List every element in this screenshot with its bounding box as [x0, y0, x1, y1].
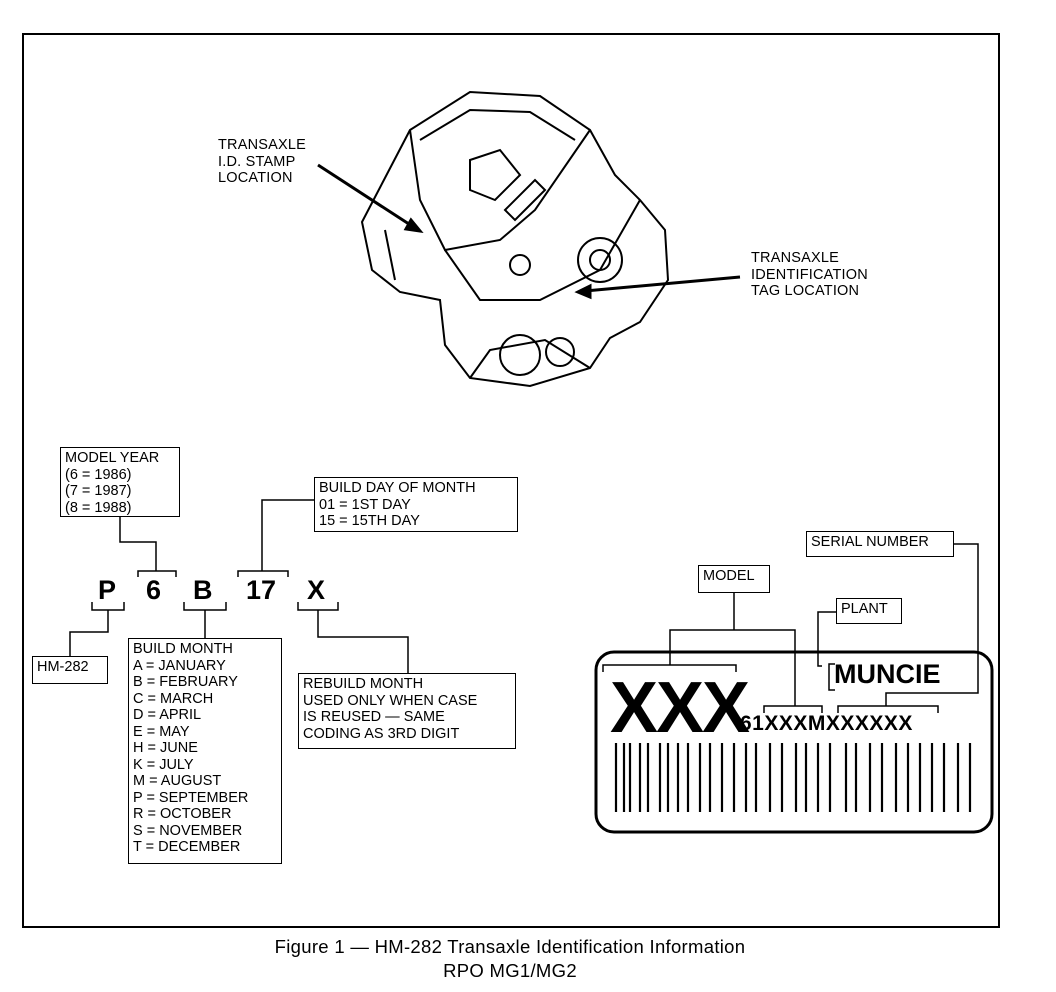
figure-caption-line-1: Figure 1 — HM-282 Transaxle Identificati…	[274, 936, 746, 957]
model-label: MODEL	[698, 565, 770, 593]
build-month-title: BUILD MONTH	[133, 641, 233, 657]
tag-location-label: TRANSAXLE IDENTIFICATION TAG LOCATION	[751, 250, 868, 300]
tag-label-line-1: TRANSAXLE	[751, 250, 840, 266]
tag-arrow	[574, 275, 741, 300]
code-char-day: 17	[246, 575, 277, 605]
build-month-line: P = SEPTEMBER	[133, 789, 249, 806]
serial-number-label: SERIAL NUMBER	[806, 531, 954, 557]
rebuild-line-4: CODING AS 3RD DIGIT	[303, 725, 460, 742]
build-month-line: S = NOVEMBER	[133, 822, 243, 839]
rebuild-month-box: REBUILD MONTH USED ONLY WHEN CASE IS REU…	[298, 673, 516, 749]
build-month-line: M = AUGUST	[133, 773, 222, 789]
tag-serial-code: 61XXXMXXXXXX	[740, 712, 913, 735]
plant-name: MUNCIE	[834, 659, 941, 689]
tag-connectors	[594, 543, 994, 834]
stamp-arrow	[317, 163, 424, 234]
build-day-box: BUILD DAY OF MONTH 01 = 1ST DAY 15 = 15T…	[314, 477, 518, 532]
code-connectors	[69, 499, 409, 673]
build-month-line: D = APRIL	[133, 707, 202, 723]
build-month-line: H = JUNE	[133, 740, 198, 756]
build-month-box: BUILD MONTH A = JANUARY B = FEBRUARY C =…	[128, 638, 282, 864]
code-char-month: B	[193, 575, 213, 605]
model-code-box: HM-282	[32, 656, 108, 684]
rebuild-line-3: IS REUSED — SAME	[303, 709, 445, 725]
figure-frame	[22, 33, 1000, 928]
transaxle-illustration	[360, 90, 670, 388]
stamp-label-line-3: LOCATION	[218, 170, 293, 186]
figure-caption-line-2: RPO MG1/MG2	[443, 960, 577, 981]
build-day-line-1: 01 = 1ST DAY	[319, 496, 411, 513]
stamp-label-line-2: I.D. STAMP	[218, 153, 296, 170]
build-month-line: E = MAY	[133, 723, 190, 740]
build-month-line: K = JULY	[133, 756, 194, 773]
code-char-year: 6	[146, 575, 162, 605]
plant-label: PLANT	[836, 598, 902, 624]
code-char-rebuild: X	[307, 575, 326, 605]
plant-label-text: PLANT	[841, 601, 888, 617]
rebuild-line-2: USED ONLY WHEN CASE	[303, 692, 478, 709]
build-day-title: BUILD DAY OF MONTH	[319, 480, 476, 496]
model-year-title: MODEL YEAR	[65, 450, 160, 466]
build-day-line-2: 15 = 15TH DAY	[319, 513, 420, 529]
model-label-text: MODEL	[703, 568, 755, 584]
model-code-large: XXX	[610, 668, 750, 748]
build-month-line: B = FEBRUARY	[133, 674, 238, 690]
model-code-text: HM-282	[37, 659, 89, 675]
build-month-line: R = OCTOBER	[133, 806, 232, 822]
stamp-label-line-1: TRANSAXLE	[218, 137, 307, 153]
tag-label-line-3: TAG LOCATION	[751, 283, 860, 299]
code-char-model: P	[98, 575, 117, 605]
stamp-location-label: TRANSAXLE I.D. STAMP LOCATION	[218, 137, 306, 187]
model-year-line-1: (6 = 1986)	[65, 466, 132, 483]
rebuild-line-1: REBUILD MONTH	[303, 676, 424, 692]
model-year-box: MODEL YEAR (6 = 1986) (7 = 1987) (8 = 19…	[60, 447, 180, 517]
build-month-line: T = DECEMBER	[133, 839, 241, 855]
barcode	[614, 743, 972, 812]
model-year-line-2: (7 = 1987)	[65, 483, 132, 499]
build-month-line: A = JANUARY	[133, 657, 226, 674]
tag-label-line-2: IDENTIFICATION	[751, 266, 868, 283]
serial-number-text: SERIAL NUMBER	[811, 534, 929, 550]
build-month-line: C = MARCH	[133, 690, 214, 707]
model-year-line-3: (8 = 1988)	[65, 499, 132, 516]
